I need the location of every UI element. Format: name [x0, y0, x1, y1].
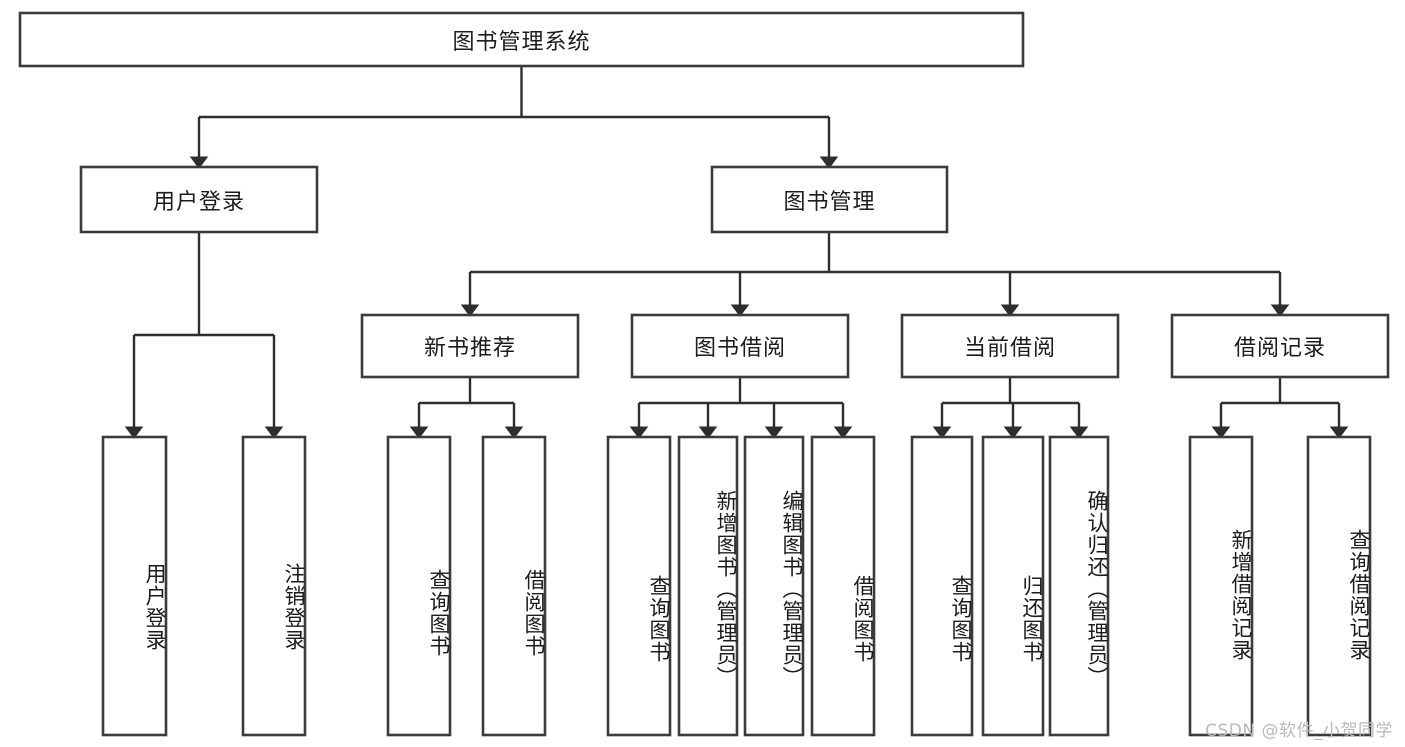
edges-current-to-leaves — [932, 377, 1089, 439]
leaf-box-9[interactable] — [981, 435, 1045, 737]
leaf-box-4[interactable] — [606, 435, 672, 737]
node-box-current-borrow[interactable] — [900, 313, 1120, 379]
node-box-book-management[interactable] — [710, 165, 949, 234]
edges-bookmgmt-to-level3 — [460, 232, 1290, 317]
leaf-box-5[interactable] — [677, 435, 739, 737]
edges-records-to-leaves — [1211, 377, 1349, 439]
leaf-box-6[interactable] — [743, 435, 805, 737]
node-box-book-borrow[interactable] — [630, 313, 850, 379]
edges-userlogin-to-leaves — [124, 232, 284, 439]
leaf-box-7[interactable] — [810, 435, 876, 737]
node-box-user-login[interactable] — [79, 165, 319, 234]
node-box-borrow-records[interactable] — [1170, 313, 1390, 379]
leaf-box-1[interactable] — [241, 435, 307, 737]
leaf-box-8[interactable] — [910, 435, 974, 737]
leaf-box-10[interactable] — [1048, 435, 1110, 737]
edges-borrow-to-leaves — [629, 377, 853, 439]
leaf-box-0[interactable] — [101, 435, 168, 737]
leaf-box-11[interactable] — [1188, 435, 1254, 737]
leaf-box-3[interactable] — [481, 435, 547, 737]
node-box-new-book-recommend[interactable] — [360, 313, 580, 379]
leaf-box-12[interactable] — [1306, 435, 1372, 737]
node-box-root[interactable] — [18, 11, 1025, 68]
edges-newbook-to-leaves — [409, 377, 524, 439]
edges-root-to-level2 — [189, 66, 839, 169]
leaf-box-2[interactable] — [386, 435, 452, 737]
csdn-watermark: CSDN @软件_小贺同学 — [1205, 721, 1393, 741]
